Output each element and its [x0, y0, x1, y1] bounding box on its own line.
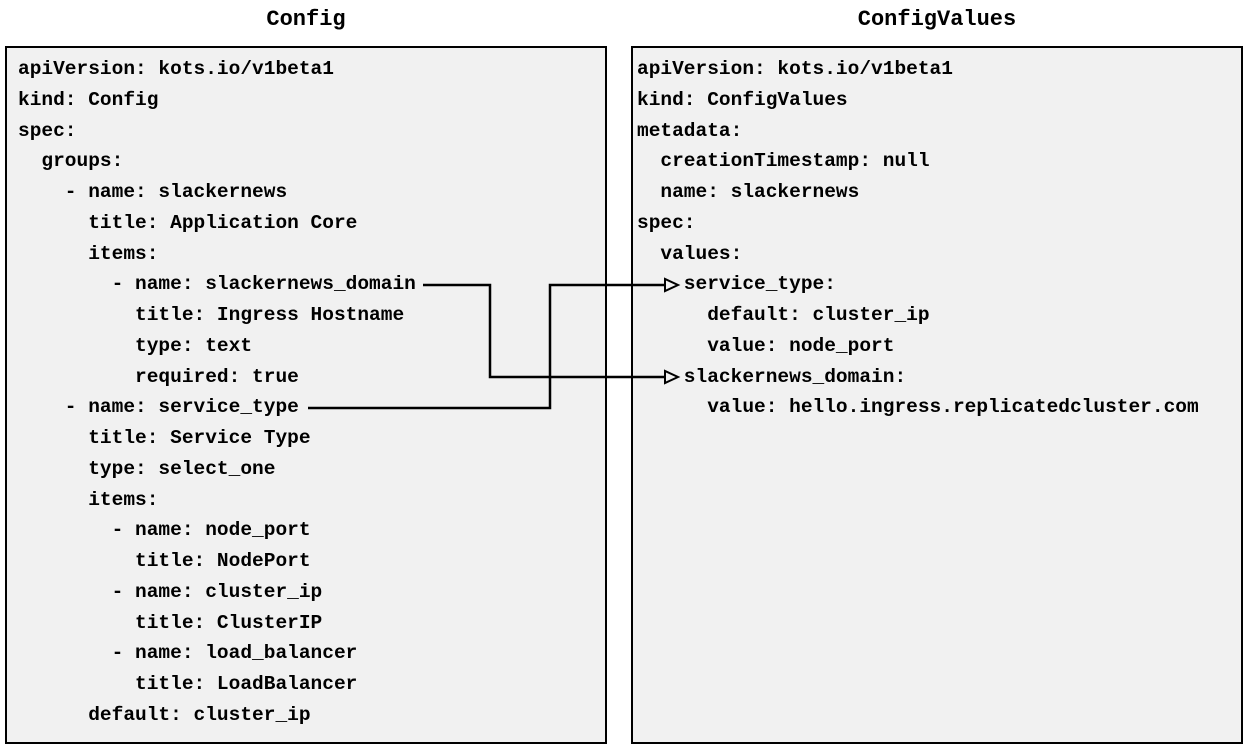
- config-panel: apiVersion: kots.io/v1beta1 kind: Config…: [5, 46, 607, 744]
- config-yaml-code: apiVersion: kots.io/v1beta1 kind: Config…: [18, 58, 416, 726]
- config-panel-title: Config: [266, 7, 346, 32]
- configvalues-panel-title: ConfigValues: [857, 7, 1017, 32]
- configvalues-panel: apiVersion: kots.io/v1beta1 kind: Config…: [631, 46, 1243, 744]
- configvalues-yaml-code: apiVersion: kots.io/v1beta1 kind: Config…: [637, 58, 1199, 419]
